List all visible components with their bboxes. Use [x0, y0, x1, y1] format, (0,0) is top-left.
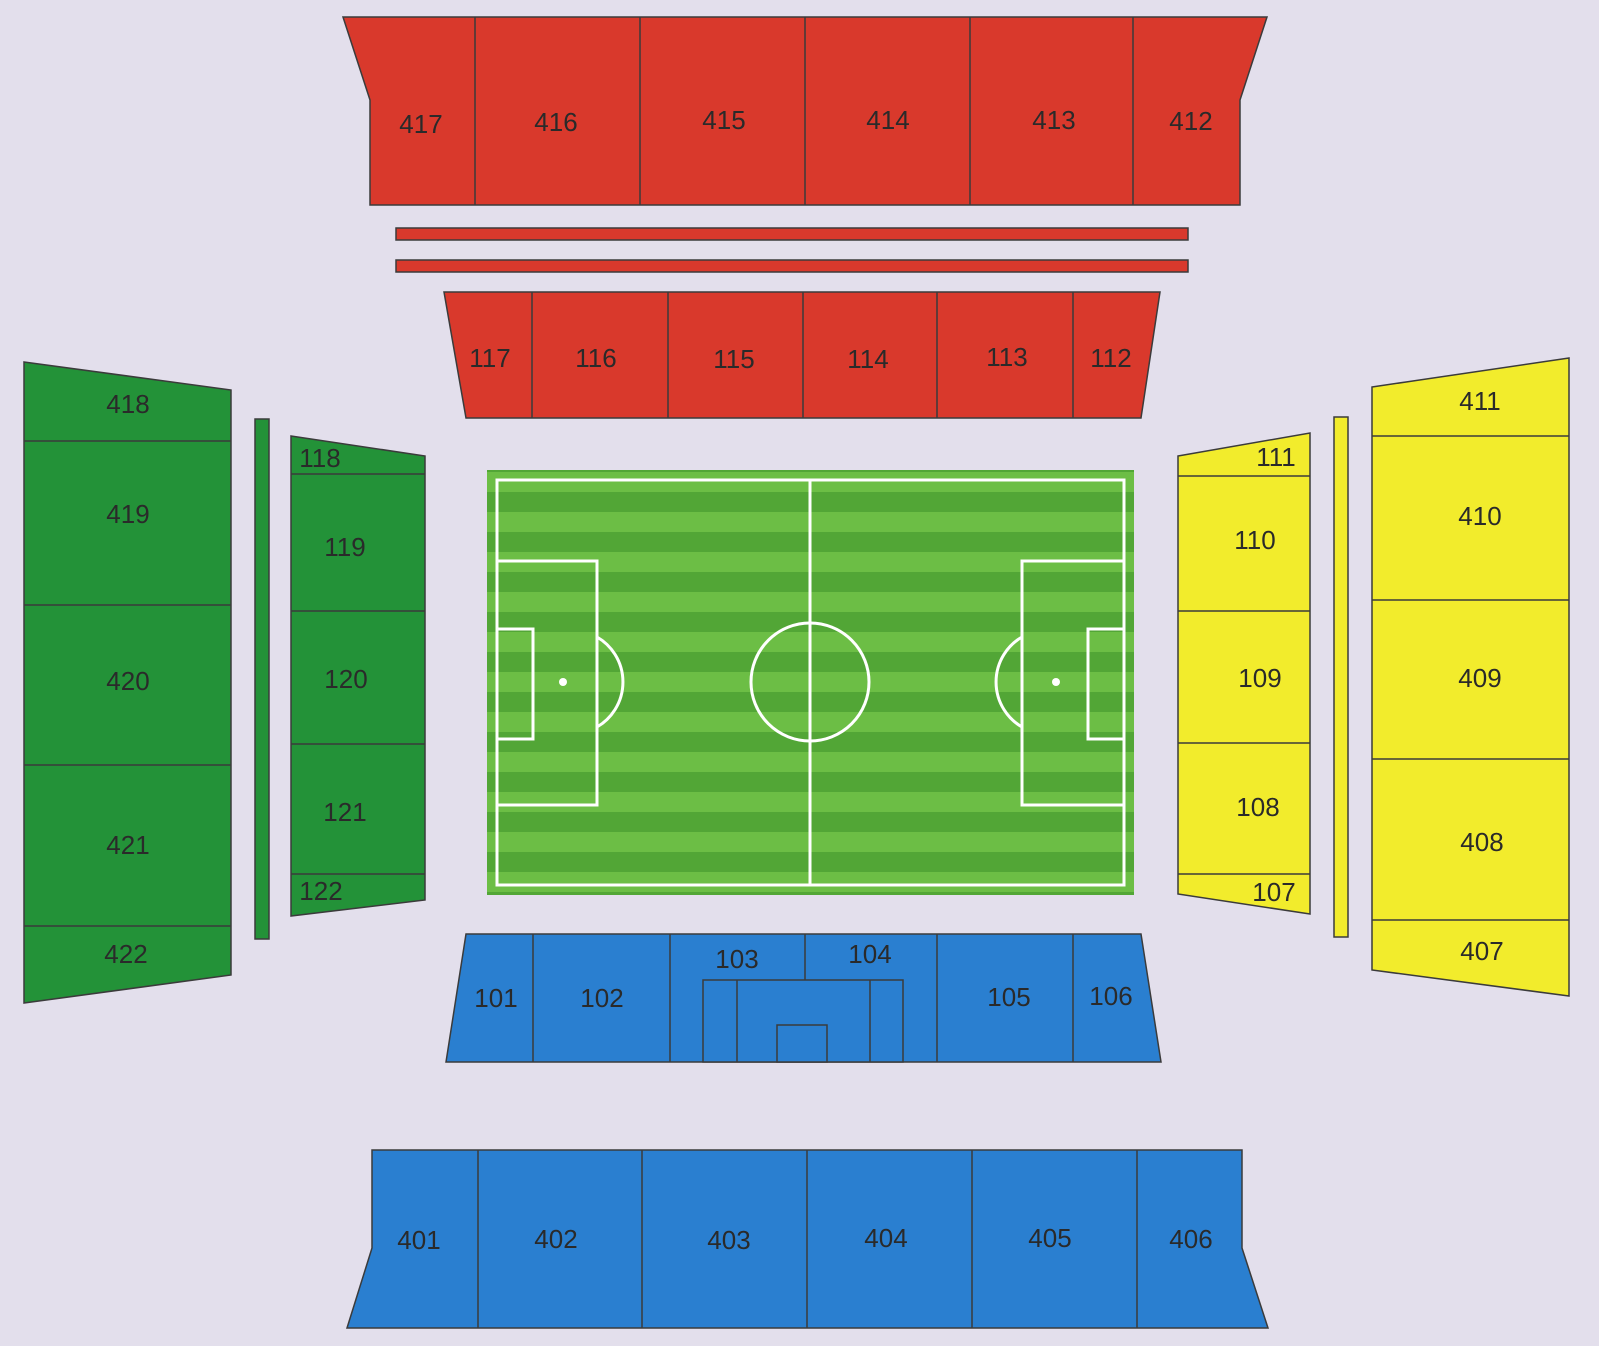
section-label-101[interactable]: 101 [474, 983, 517, 1013]
left-penalty-spot [559, 678, 567, 686]
section-label-104[interactable]: 104 [848, 939, 891, 969]
section-label-422[interactable]: 422 [104, 939, 147, 969]
section-label-110[interactable]: 110 [1234, 525, 1275, 555]
stand-east-upper-outline [1371, 357, 1570, 997]
right-penalty-spot [1052, 678, 1060, 686]
west-walkway-strip [254, 418, 270, 940]
stand-north-lower: 117 116 115 114 113 112 [443, 291, 1161, 419]
section-label-115[interactable]: 115 [713, 344, 754, 374]
section-label-105[interactable]: 105 [987, 982, 1030, 1012]
section-label-402[interactable]: 402 [534, 1224, 577, 1254]
stand-west-upper: 418 419 420 421 422 [23, 361, 232, 1004]
left-goal-area [495, 627, 535, 741]
stand-south-upper: 401 402 403 404 405 406 [345, 1149, 1270, 1329]
players-tunnel-exit [776, 1024, 828, 1063]
stand-east-lower-outline [1177, 432, 1311, 915]
section-label-111[interactable]: 111 [1256, 442, 1296, 472]
football-pitch [487, 470, 1134, 895]
section-label-418[interactable]: 418 [106, 389, 149, 419]
section-label-414[interactable]: 414 [866, 105, 909, 135]
section-label-411[interactable]: 411 [1459, 386, 1500, 416]
section-label-103[interactable]: 103 [715, 944, 758, 974]
section-label-107[interactable]: 107 [1252, 877, 1295, 907]
centre-circle [749, 621, 871, 743]
section-label-121[interactable]: 121 [323, 797, 366, 827]
right-goal-area [1086, 627, 1126, 741]
left-penalty-arc [596, 635, 625, 729]
section-label-122[interactable]: 122 [299, 876, 342, 906]
north-walkway-strip [395, 259, 1189, 273]
section-label-420[interactable]: 420 [106, 666, 149, 696]
section-label-421[interactable]: 421 [106, 830, 149, 860]
section-label-102[interactable]: 102 [580, 983, 623, 1013]
section-label-406[interactable]: 406 [1169, 1224, 1212, 1254]
section-label-409[interactable]: 409 [1458, 663, 1501, 693]
section-label-405[interactable]: 405 [1028, 1223, 1071, 1253]
section-label-106[interactable]: 106 [1089, 981, 1132, 1011]
stand-west-lower-outline [290, 435, 426, 917]
section-label-114[interactable]: 114 [847, 344, 888, 374]
stand-east-upper: 411 410 409 408 407 [1371, 357, 1570, 997]
section-label-412[interactable]: 412 [1169, 106, 1212, 136]
section-label-120[interactable]: 120 [324, 664, 367, 694]
stand-south-lower: 101 102 103 104 105 106 [445, 933, 1162, 1063]
section-label-410[interactable]: 410 [1458, 501, 1501, 531]
east-walkway-strip [1333, 416, 1349, 938]
stand-west-upper-outline [23, 361, 232, 1004]
stand-east-lower: 111 110 109 108 107 [1177, 432, 1311, 915]
section-label-408[interactable]: 408 [1460, 827, 1503, 857]
section-label-419[interactable]: 419 [106, 499, 149, 529]
section-label-112[interactable]: 112 [1090, 343, 1131, 373]
section-label-119[interactable]: 119 [324, 532, 365, 562]
section-label-118[interactable]: 118 [299, 443, 340, 473]
section-label-113[interactable]: 113 [986, 342, 1027, 372]
section-label-407[interactable]: 407 [1460, 936, 1503, 966]
section-label-416[interactable]: 416 [534, 107, 577, 137]
section-label-404[interactable]: 404 [864, 1223, 907, 1253]
stand-west-lower: 118 119 120 121 122 [290, 435, 426, 917]
section-label-413[interactable]: 413 [1032, 105, 1075, 135]
right-penalty-arc [994, 635, 1023, 729]
section-label-403[interactable]: 403 [707, 1225, 750, 1255]
north-walkway-strip [395, 227, 1189, 241]
section-label-401[interactable]: 401 [397, 1225, 440, 1255]
section-label-117[interactable]: 117 [469, 343, 510, 373]
section-label-116[interactable]: 116 [575, 343, 616, 373]
section-label-109[interactable]: 109 [1238, 663, 1281, 693]
stand-north-lower-outline [443, 291, 1161, 419]
stand-north-upper: 417 416 415 414 413 412 [341, 16, 1269, 206]
section-label-417[interactable]: 417 [399, 109, 442, 139]
section-label-415[interactable]: 415 [702, 105, 745, 135]
section-label-108[interactable]: 108 [1236, 792, 1279, 822]
